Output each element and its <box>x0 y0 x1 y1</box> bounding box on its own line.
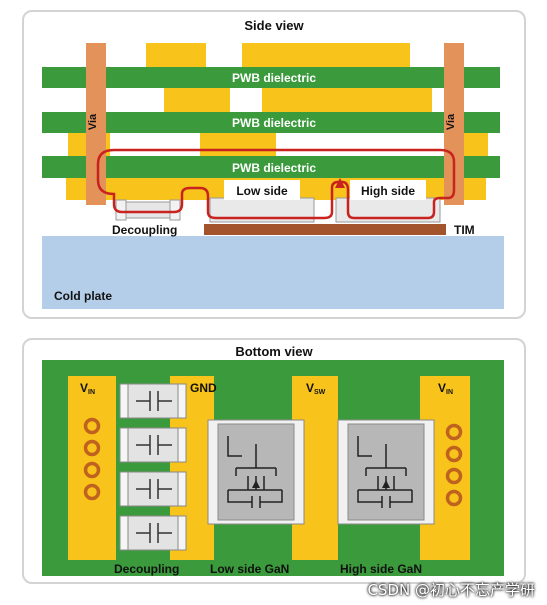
watermark: CSDN @初心不忘产学研 <box>367 581 535 599</box>
copper-pad <box>164 88 230 112</box>
decoupling-capacitor <box>119 383 187 419</box>
vsw-label: VSW <box>306 381 326 396</box>
cold-plate-label: Cold plate <box>54 289 112 303</box>
cold-plate <box>42 236 504 309</box>
decoupling-label: Decoupling <box>112 223 177 237</box>
current-direction-arrow <box>335 178 345 188</box>
vin-label-right: VIN <box>438 381 453 396</box>
copper-pad <box>242 43 410 68</box>
via-right <box>444 43 464 205</box>
high-side-gan-label: High side GaN <box>340 562 422 576</box>
via-pad <box>83 417 101 435</box>
tim-layer <box>204 224 446 235</box>
gnd-label: GND <box>190 381 217 395</box>
tim-label: TIM <box>454 223 475 237</box>
vin-copper-left <box>68 376 116 560</box>
pwb-dielectric-label: PWB dielectric <box>232 161 316 175</box>
via-label-right: Via <box>445 113 457 130</box>
via-pad <box>445 467 463 485</box>
current-path-loop <box>96 148 456 220</box>
pwb-dielectric-layer-2 <box>42 112 500 133</box>
low-side-gan-label: Low side GaN <box>210 562 289 576</box>
high-side-label: High side <box>361 184 415 198</box>
decoupling-capacitor <box>119 427 187 463</box>
side-view-diagram: Side view Cold plate PWB dielectric PWB … <box>42 18 504 309</box>
via-pad <box>445 445 463 463</box>
decoupling-capacitor-array <box>119 383 187 551</box>
via-pad <box>445 423 463 441</box>
low-side-label: Low side <box>236 184 288 198</box>
copper-pad <box>262 88 432 112</box>
low-side-gan-device <box>207 419 305 525</box>
via-pad <box>445 489 463 507</box>
decoupling-capacitor <box>119 471 187 507</box>
pwb-dielectric-label: PWB dielectric <box>232 71 316 85</box>
bottom-view-panel: Bottom view VIN GND VSW VIN <box>22 338 526 584</box>
side-view-title: Side view <box>244 18 304 33</box>
low-side-label-box <box>224 180 300 200</box>
bottom-view-diagram: Bottom view VIN GND VSW VIN <box>42 344 504 576</box>
decoupling-label: Decoupling <box>114 562 179 576</box>
high-side-gan-device <box>337 419 435 525</box>
copper-pad <box>200 132 276 156</box>
side-view-panel: Side view Cold plate PWB dielectric PWB … <box>22 10 526 319</box>
vin-label-left: VIN <box>80 381 95 396</box>
pwb-dielectric-layer-3 <box>42 156 500 178</box>
decoupling-capacitor <box>119 515 187 551</box>
high-side-label-box <box>350 180 426 200</box>
pwb-dielectric-layer-1 <box>42 67 500 88</box>
via-left <box>86 43 106 205</box>
copper-pad <box>146 43 206 68</box>
pwb-dielectric-label: PWB dielectric <box>232 116 316 130</box>
bottom-view-title: Bottom view <box>235 344 313 359</box>
via-pad <box>83 461 101 479</box>
via-label-left: Via <box>87 113 99 130</box>
via-pad <box>83 483 101 501</box>
via-pad <box>83 439 101 457</box>
